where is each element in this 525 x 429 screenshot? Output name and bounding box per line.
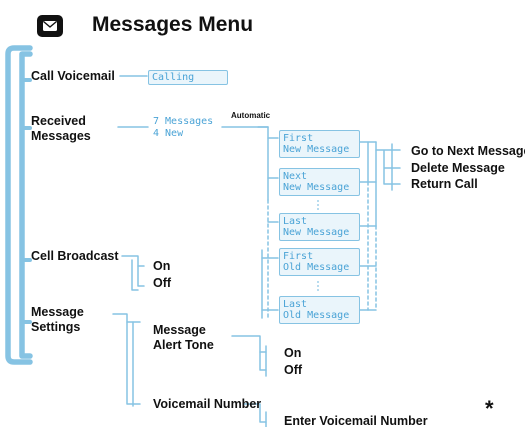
received-messages-label-line1: Received — [31, 114, 86, 128]
first-new-line1: First — [283, 133, 314, 144]
enter-voicemail-number-label: Enter Voicemail Number — [284, 414, 428, 428]
alert-tone-label-line2: Alert Tone — [153, 338, 214, 352]
calling-screen: Calling — [148, 70, 228, 85]
envelope-icon — [37, 15, 63, 37]
automatic-label: Automatic — [231, 111, 271, 120]
broadcast-on-label: On — [153, 259, 171, 273]
delete-message-label: Delete Message — [411, 161, 505, 175]
footnote-mark: * — [485, 396, 494, 421]
first-old-line1: First — [283, 251, 314, 262]
message-settings-label-line1: Message — [31, 305, 84, 319]
go-to-next-message-label: Go to Next Message — [411, 144, 525, 158]
return-call-label: Return Call — [411, 177, 478, 191]
voicemail-number-label: Voicemail Number — [153, 397, 262, 411]
alert-on-label: On — [284, 346, 302, 360]
next-new-message-screen: Next New Message — [279, 168, 360, 196]
cell-broadcast-label: Cell Broadcast — [31, 249, 119, 263]
inbox-count-line2: 4 New — [153, 128, 184, 139]
first-old-message-screen: First Old Message — [279, 248, 360, 276]
next-new-line2: New Message — [283, 182, 350, 193]
last-new-message-screen: Last New Message — [279, 213, 360, 241]
calling-text: Calling — [152, 72, 195, 83]
first-new-message-screen: First New Message — [279, 130, 360, 158]
alert-tone-label-line1: Message — [153, 323, 206, 337]
last-old-message-screen: Last Old Message — [279, 296, 360, 324]
call-voicemail-label: Call Voicemail — [31, 69, 115, 83]
first-old-line2: Old Message — [283, 262, 350, 273]
first-new-line2: New Message — [283, 144, 350, 155]
message-settings-label-line2: Settings — [31, 320, 81, 334]
inbox-count-line1: 7 Messages — [153, 116, 214, 127]
alert-off-label: Off — [284, 363, 303, 377]
last-old-line1: Last — [283, 299, 308, 310]
page-title: Messages Menu — [92, 13, 254, 36]
last-new-line1: Last — [283, 216, 308, 227]
next-new-line1: Next — [283, 171, 308, 182]
last-new-line2: New Message — [283, 227, 350, 238]
broadcast-off-label: Off — [153, 276, 172, 290]
received-messages-label-line2: Messages — [31, 129, 91, 143]
last-old-line2: Old Message — [283, 310, 350, 321]
